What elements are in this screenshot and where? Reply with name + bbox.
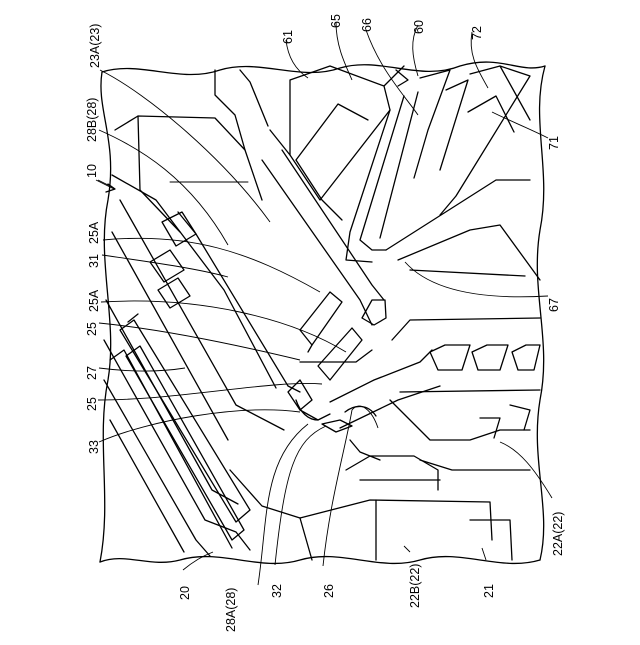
label-22a: 22A(22) (551, 512, 565, 556)
label-71: 71 (547, 136, 561, 150)
label-60: 60 (412, 20, 426, 34)
label-28b: 28B(28) (85, 98, 99, 142)
label-31: 31 (87, 254, 101, 268)
label-33: 33 (87, 440, 101, 454)
label-26: 26 (322, 584, 336, 598)
upper-block (270, 66, 468, 262)
label-61: 61 (281, 30, 295, 44)
label-10: 10 (85, 164, 99, 178)
bottom-block (230, 470, 512, 560)
label-72: 72 (470, 26, 484, 40)
label-66: 66 (360, 18, 374, 32)
label-27: 27 (85, 366, 99, 380)
label-67: 67 (547, 298, 561, 312)
label-25-low: 25 (85, 397, 99, 411)
label-25: 25 (85, 322, 99, 336)
label-32: 32 (270, 584, 284, 598)
housing-body (104, 70, 284, 556)
lower-housing (390, 318, 540, 470)
leader-lines (98, 22, 552, 585)
label-22b: 22B(22) (408, 564, 422, 608)
label-23a: 23A(23) (88, 24, 102, 68)
lance-tabs (288, 292, 362, 420)
label-25a-mid: 25A (87, 289, 101, 312)
arrow-icon (96, 180, 115, 192)
label-25a-top: 25A (87, 221, 101, 244)
label-28a: 28A(28) (224, 588, 238, 632)
label-21: 21 (482, 584, 496, 598)
label-65: 65 (329, 14, 343, 28)
label-20: 20 (178, 586, 192, 600)
